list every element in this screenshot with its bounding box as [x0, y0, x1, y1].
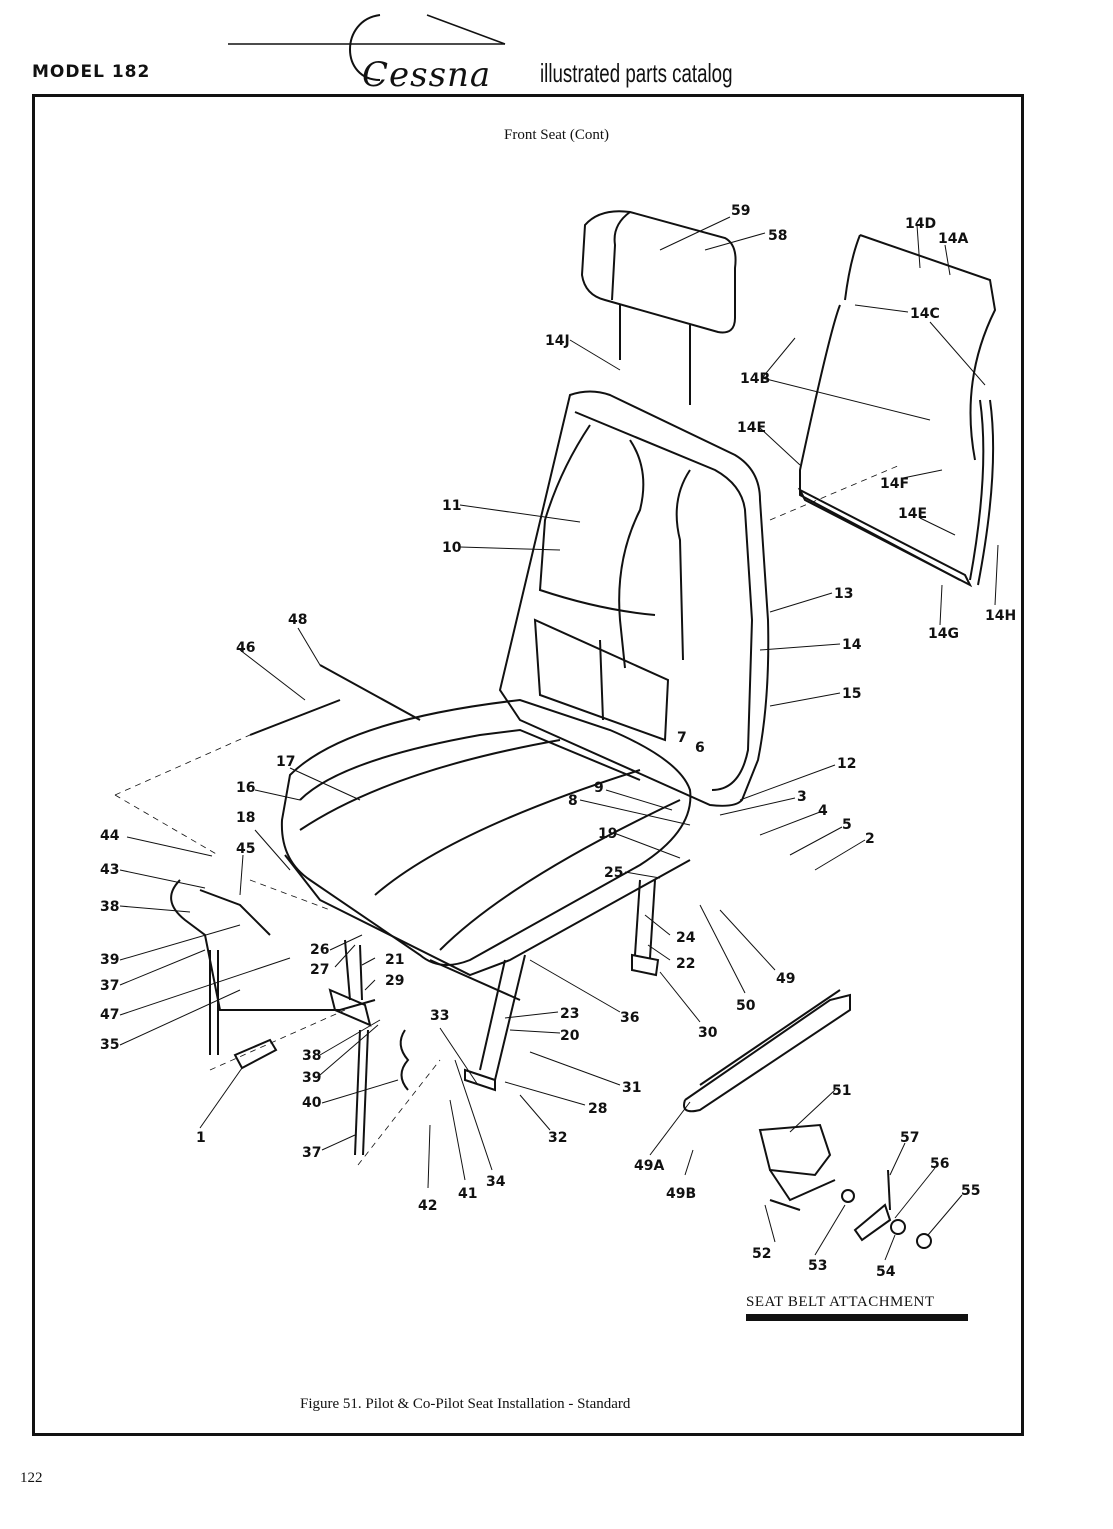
callout-labels: 59 58 14D 14A 14J 14C 14B 14E 14F 14E 14…	[100, 203, 1016, 1280]
callout: 53	[808, 1258, 827, 1274]
callout: 29	[385, 973, 404, 989]
callout: 20	[560, 1028, 580, 1044]
callout: 18	[236, 810, 255, 826]
callout: 49B	[666, 1186, 696, 1202]
seat-drawing	[170, 210, 997, 1249]
callout: 39	[302, 1070, 321, 1086]
callout: 21	[385, 952, 404, 968]
callout: 26	[310, 942, 329, 958]
callout: 57	[900, 1130, 919, 1146]
callout: 10	[442, 540, 462, 556]
callout: 23	[560, 1006, 579, 1022]
callout: 34	[486, 1174, 506, 1190]
callout: 7	[677, 730, 687, 746]
callout: 19	[598, 826, 617, 842]
callout: 42	[418, 1198, 437, 1214]
callout: 16	[236, 780, 255, 796]
callout: 49A	[634, 1158, 664, 1174]
callout: 14D	[905, 216, 936, 232]
inset-title-underline	[746, 1314, 968, 1321]
callout: 6	[695, 740, 705, 756]
callout: 14J	[545, 333, 570, 349]
callout: 39	[100, 952, 119, 968]
callout: 36	[620, 1010, 639, 1026]
callout: 35	[100, 1037, 119, 1053]
callout: 14H	[985, 608, 1016, 624]
callout: 11	[442, 498, 461, 514]
callout: 2	[865, 831, 875, 847]
callout: 12	[837, 756, 856, 772]
brand-logo-text: Cessna	[362, 55, 492, 95]
callout: 14	[842, 637, 862, 653]
callout: 58	[768, 228, 787, 244]
callout: 54	[876, 1264, 896, 1280]
callout: 32	[548, 1130, 567, 1146]
figure-frame	[32, 94, 1024, 1436]
leader-lines	[119, 216, 999, 1261]
callout: 38	[100, 899, 119, 915]
callout: 52	[752, 1246, 771, 1262]
catalog-subtitle: illustrated parts catalog	[540, 58, 733, 88]
callout: 5	[842, 817, 852, 833]
callout: 25	[604, 865, 623, 881]
callout: 45	[236, 841, 255, 857]
page-number: 122	[20, 1470, 43, 1486]
callout: 14E	[898, 506, 927, 522]
figure-caption: Figure 51. Pilot & Co-Pilot Seat Install…	[300, 1396, 631, 1412]
callout: 14G	[928, 626, 959, 642]
inset-title: SEAT BELT ATTACHMENT	[746, 1294, 935, 1310]
callout: 14C	[910, 306, 940, 322]
callout: 51	[832, 1083, 851, 1099]
callout: 59	[731, 203, 750, 219]
logo-lines	[228, 14, 506, 81]
callout: 47	[100, 1007, 119, 1023]
model-number: MODEL 182	[32, 62, 151, 82]
callout: 46	[236, 640, 255, 656]
dashed-guides	[114, 464, 901, 1166]
callout: 50	[736, 998, 756, 1014]
callout: 44	[100, 828, 120, 844]
callout: 22	[676, 956, 695, 972]
callout: 13	[834, 586, 853, 602]
callout: 14B	[740, 371, 770, 387]
callout: 37	[100, 978, 119, 994]
callout: 17	[276, 754, 295, 770]
callout: 41	[458, 1186, 477, 1202]
callout: 4	[818, 803, 828, 819]
callout: 38	[302, 1048, 321, 1064]
callout: 1	[196, 1130, 206, 1146]
callout: 55	[961, 1183, 980, 1199]
figure-heading: Front Seat (Cont)	[504, 127, 609, 143]
callout: 48	[288, 612, 307, 628]
callout: 30	[698, 1025, 718, 1041]
callout: 31	[622, 1080, 641, 1096]
callout: 43	[100, 862, 119, 878]
callout: 33	[430, 1008, 449, 1024]
callout: 28	[588, 1101, 607, 1117]
callout: 49	[776, 971, 795, 987]
callout: 14A	[938, 231, 968, 247]
callout: 37	[302, 1145, 321, 1161]
callout: 56	[930, 1156, 949, 1172]
callout: 8	[568, 793, 578, 809]
callout: 15	[842, 686, 861, 702]
callout: 14F	[880, 476, 909, 492]
callout: 9	[594, 780, 604, 796]
callout: 24	[676, 930, 696, 946]
callout: 27	[310, 962, 329, 978]
callout: 40	[302, 1095, 322, 1111]
callout: 14E	[737, 420, 766, 436]
callout: 3	[797, 789, 807, 805]
